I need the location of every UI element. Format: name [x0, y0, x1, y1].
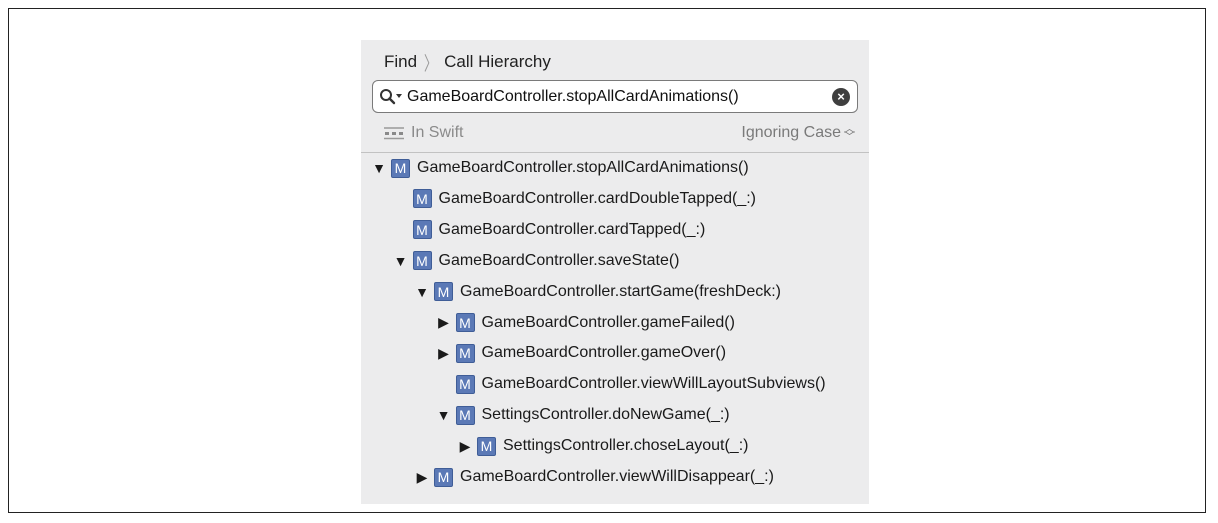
- tree-row-label: GameBoardController.gameFailed(): [481, 313, 735, 331]
- tree-row-label: GameBoardController.cardDoubleTapped(_:): [438, 189, 757, 207]
- tree-row-label: GameBoardController.saveState(): [438, 251, 680, 269]
- search-icon[interactable]: [379, 87, 405, 107]
- disclosure-triangle-down-icon[interactable]: ▼: [372, 160, 386, 176]
- scope-option[interactable]: In Swift: [383, 124, 463, 142]
- tree-row-label: SettingsController.doNewGame(_:): [481, 406, 730, 424]
- tree-row-label: GameBoardController.cardTapped(_:): [438, 220, 706, 238]
- case-label: Ignoring Case: [741, 124, 841, 141]
- case-option[interactable]: Ignoring Case ︿﹀: [741, 123, 855, 143]
- disclosure-triangle-down-icon[interactable]: ▼: [436, 407, 451, 424]
- tree-row[interactable]: ▼M GameBoardController.saveState(): [393, 247, 680, 275]
- breadcrumb: Find 〉 Call Hierarchy: [384, 51, 551, 75]
- tree-row-label: GameBoardController.gameOver(): [481, 344, 727, 362]
- disclosure-triangle-right-icon[interactable]: ▶: [459, 437, 471, 454]
- tree-row[interactable]: ▶MGameBoardController.cardDoubleTapped(_…: [393, 185, 757, 213]
- scope-label: In Swift: [411, 124, 464, 141]
- search-options-bar: In Swift Ignoring Case ︿﹀: [383, 122, 855, 144]
- tree-row[interactable]: ▶ M GameBoardController.gameOver(): [436, 339, 727, 367]
- up-down-chevron-icon: ︿﹀: [844, 123, 855, 143]
- tree-row-label: GameBoardController.viewWillDisappear(_:…: [460, 468, 774, 485]
- method-icon: M: [455, 374, 475, 394]
- tree-row[interactable]: ▶MGameBoardController.viewWillLayoutSubv…: [436, 370, 826, 398]
- tree-row[interactable]: ▼M SettingsController.doNewGame(_:): [436, 401, 730, 429]
- tree-row[interactable]: ▶ M GameBoardController.viewWillDisappear(…: [414, 463, 774, 491]
- clear-search-icon[interactable]: ×: [832, 87, 850, 106]
- breadcrumb-call-hierarchy[interactable]: Call Hierarchy: [444, 52, 551, 71]
- tree-row[interactable]: ▼ M GameBoardController.stopAllCardAnimati…: [371, 154, 749, 182]
- chevron-right-icon: 〉: [423, 53, 438, 75]
- method-icon: M: [412, 220, 432, 240]
- method-icon: M: [391, 158, 410, 178]
- method-icon: M: [434, 467, 453, 487]
- tree-row[interactable]: ▼ M GameBoardController.startGame(freshDec…: [414, 278, 781, 306]
- search-field[interactable]: ×: [372, 80, 858, 113]
- tree-row-label: SettingsController.choseLayout(_:): [503, 437, 749, 455]
- method-icon: M: [455, 405, 475, 425]
- tree-row[interactable]: ▶ M GameBoardController.gameFailed(): [436, 309, 735, 337]
- method-icon: M: [434, 282, 453, 302]
- method-icon: M: [455, 313, 475, 332]
- disclosure-triangle-right-icon[interactable]: ▶: [438, 314, 449, 330]
- search-input[interactable]: [405, 82, 832, 111]
- disclosure-triangle-down-icon[interactable]: ▼: [393, 252, 408, 269]
- divider: [361, 152, 869, 153]
- disclosure-triangle-right-icon[interactable]: ▶: [438, 344, 449, 361]
- method-icon: M: [477, 436, 496, 456]
- figure-frame: Find 〉 Call Hierarchy ×: [8, 8, 1206, 513]
- scope-dots-icon: [384, 127, 404, 140]
- method-icon: M: [412, 251, 432, 271]
- method-icon: M: [412, 189, 432, 209]
- tree-row-label: GameBoardController.startGame(freshDeck:…: [460, 282, 781, 300]
- breadcrumb-find[interactable]: Find: [384, 52, 418, 71]
- method-icon: M: [455, 343, 475, 363]
- tree-row-label: GameBoardController.stopAllCardAnimation…: [417, 159, 749, 176]
- tree-row-label: GameBoardController.viewWillLayoutSubvie…: [481, 375, 826, 393]
- disclosure-triangle-right-icon[interactable]: ▶: [416, 468, 428, 485]
- tree-row[interactable]: ▶ M SettingsController.choseLayout(_:): [457, 432, 748, 460]
- disclosure-triangle-down-icon[interactable]: ▼: [415, 283, 429, 300]
- find-navigator-panel: Find 〉 Call Hierarchy ×: [361, 40, 869, 504]
